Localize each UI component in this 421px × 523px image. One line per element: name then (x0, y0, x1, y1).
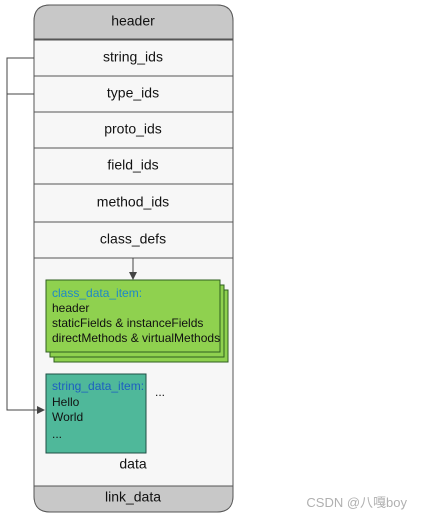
header-section (33, 4, 234, 40)
string-ids-section: string_ids (33, 39, 234, 77)
class-data-item-line-1: header (52, 301, 89, 315)
proto-ids-label: proto_ids (104, 121, 162, 137)
string-data-item-line-2: World (52, 410, 83, 424)
class-defs-section: class_defs (33, 221, 234, 259)
data-label: data (119, 456, 146, 472)
class-data-item-box: class_data_item: header staticFields & i… (45, 279, 229, 363)
string-data-item-title: string_data_item: (52, 379, 144, 393)
watermark: CSDN @八嘎boy (306, 495, 407, 510)
string-data-item-line-3: ... (52, 427, 62, 441)
type-ids-label: type_ids (107, 85, 159, 101)
class-defs-label: class_defs (100, 231, 166, 247)
proto-ids-section: proto_ids (33, 111, 234, 149)
field-ids-section: field_ids (33, 147, 234, 185)
class-data-item-line-3: directMethods & virtualMethods (52, 331, 220, 345)
string-data-item-box: string_data_item: Hello World ... (45, 373, 147, 454)
more-items-ellipsis: ... (155, 385, 165, 399)
link-data-section (33, 485, 234, 513)
class-data-item-line-2: staticFields & instanceFields (52, 316, 203, 330)
type-ids-section: type_ids (33, 75, 234, 113)
method-ids-section: method_ids (33, 183, 234, 223)
string-ids-connector (6, 57, 45, 414)
header-label: header (111, 13, 155, 29)
field-ids-label: field_ids (107, 157, 158, 173)
class-data-item-title: class_data_item: (52, 286, 142, 300)
string-data-item-line-1: Hello (52, 395, 80, 409)
string-ids-label: string_ids (103, 49, 163, 65)
method-ids-label: method_ids (97, 194, 169, 210)
link-data-label: link_data (105, 489, 161, 505)
